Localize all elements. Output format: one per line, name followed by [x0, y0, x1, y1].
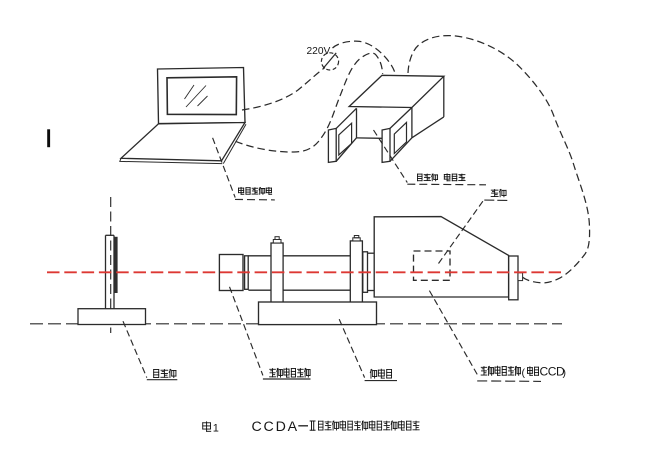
svg-text:): ) — [563, 367, 567, 379]
svg-text:220V: 220V — [307, 46, 331, 57]
svg-text:1: 1 — [213, 423, 219, 435]
svg-text:CCD: CCD — [540, 365, 566, 379]
svg-text:CCDA: CCDA — [252, 419, 299, 435]
svg-text:(: ( — [522, 367, 526, 379]
